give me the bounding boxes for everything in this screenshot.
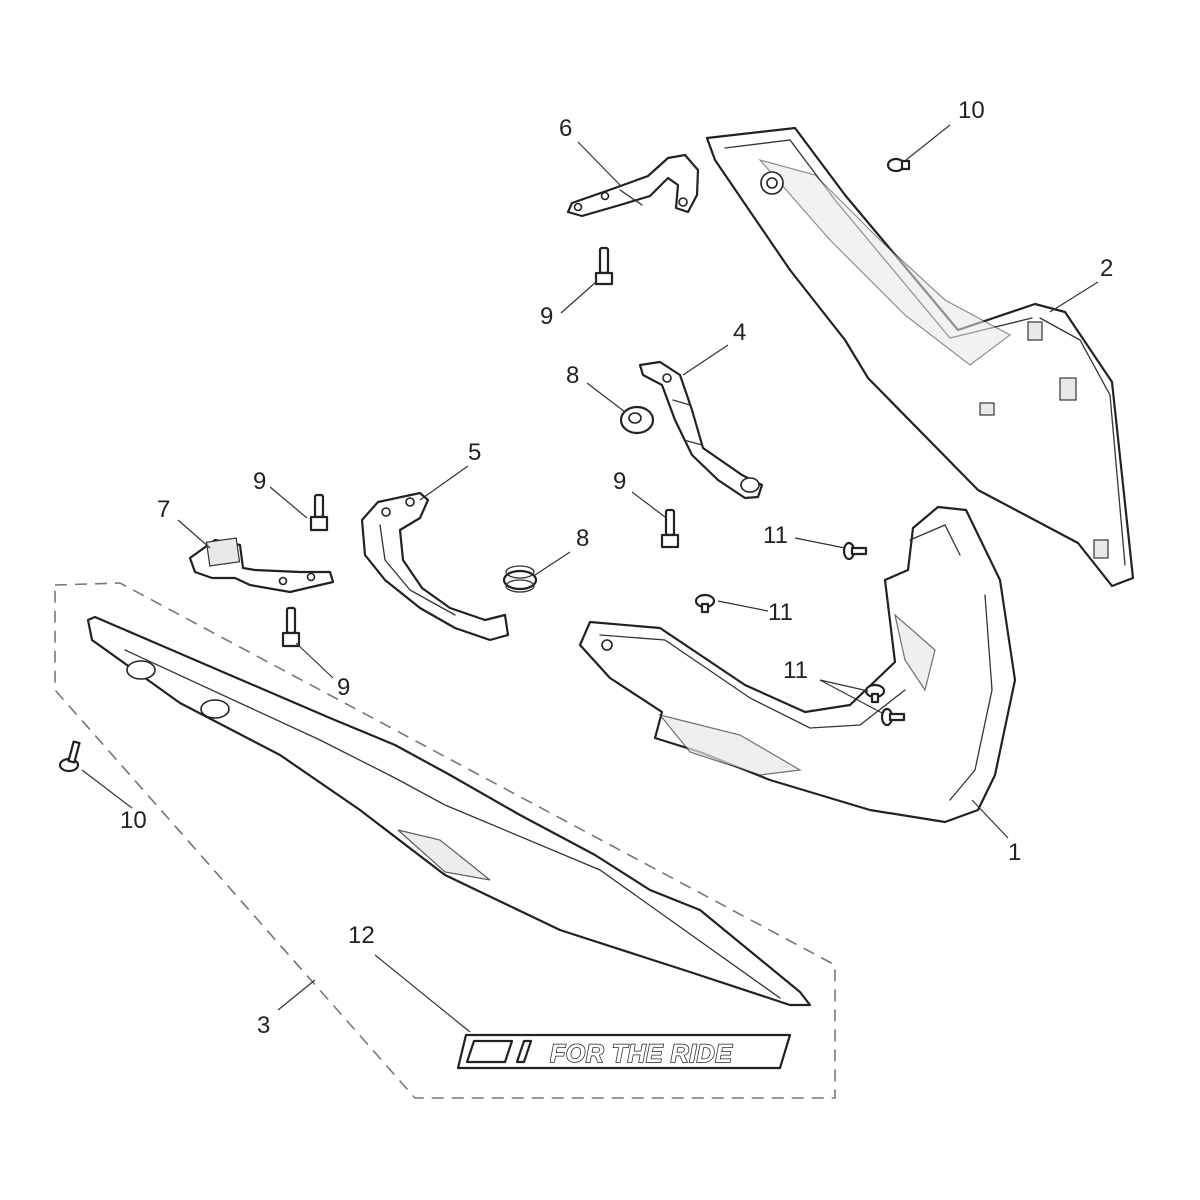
callout-1: 1 bbox=[1008, 839, 1021, 866]
callout-labels: 1 2 3 4 5 6 7 8 8 9 9 9 9 10 10 11 11 11… bbox=[120, 97, 1113, 1039]
callout-11-lower: 11 bbox=[783, 657, 808, 684]
part-2-side-panel[interactable] bbox=[705, 126, 1135, 588]
callout-6: 6 bbox=[559, 115, 572, 142]
part-12-decal[interactable]: FOR THE RIDE bbox=[456, 1033, 792, 1070]
callout-3: 3 bbox=[257, 1012, 270, 1039]
part-10-screw-b[interactable] bbox=[58, 740, 81, 773]
part-7-clip-bracket[interactable] bbox=[188, 537, 335, 594]
callout-10-top: 10 bbox=[958, 97, 985, 124]
part-9-bolt-d[interactable] bbox=[281, 606, 301, 648]
part-10-screw-a[interactable] bbox=[886, 157, 911, 173]
callout-9-middle: 9 bbox=[613, 468, 626, 495]
callout-7: 7 bbox=[157, 496, 170, 523]
callout-5: 5 bbox=[468, 439, 481, 466]
part-11-screw-b[interactable] bbox=[694, 593, 716, 614]
part-9-bolt-b[interactable] bbox=[309, 493, 329, 532]
kit-dashed-outline bbox=[54, 582, 836, 1099]
part-11-screw-a[interactable] bbox=[842, 541, 868, 561]
callout-11-upper: 11 bbox=[763, 522, 788, 549]
callout-9-bottom: 9 bbox=[337, 674, 350, 701]
part-8-grommet-upper[interactable] bbox=[619, 405, 655, 435]
part-4-mid-bracket[interactable] bbox=[638, 360, 764, 500]
callout-9-top: 9 bbox=[540, 303, 553, 330]
callout-8-lower: 8 bbox=[576, 525, 589, 552]
callout-10-left: 10 bbox=[120, 807, 147, 834]
callout-9-left: 9 bbox=[253, 468, 266, 495]
part-6-upper-bracket[interactable] bbox=[566, 153, 700, 218]
callout-2: 2 bbox=[1100, 255, 1113, 282]
part-9-bolt-a[interactable] bbox=[594, 246, 614, 286]
callout-11-middle: 11 bbox=[768, 599, 793, 626]
part-9-bolt-c[interactable] bbox=[660, 508, 680, 549]
part-1-belly-pan[interactable] bbox=[578, 505, 1017, 824]
decal-text: FOR THE RIDE bbox=[550, 1040, 733, 1068]
callout-4: 4 bbox=[733, 319, 746, 346]
part-11-screw-d[interactable] bbox=[880, 707, 906, 727]
callout-12: 12 bbox=[348, 922, 375, 949]
leader-lines bbox=[81, 124, 1099, 1033]
callout-8-upper: 8 bbox=[566, 362, 579, 389]
part-3-lower-trim[interactable] bbox=[86, 615, 812, 1007]
part-5-curved-bracket[interactable] bbox=[360, 491, 510, 642]
part-8-grommet-lower[interactable] bbox=[502, 565, 538, 593]
